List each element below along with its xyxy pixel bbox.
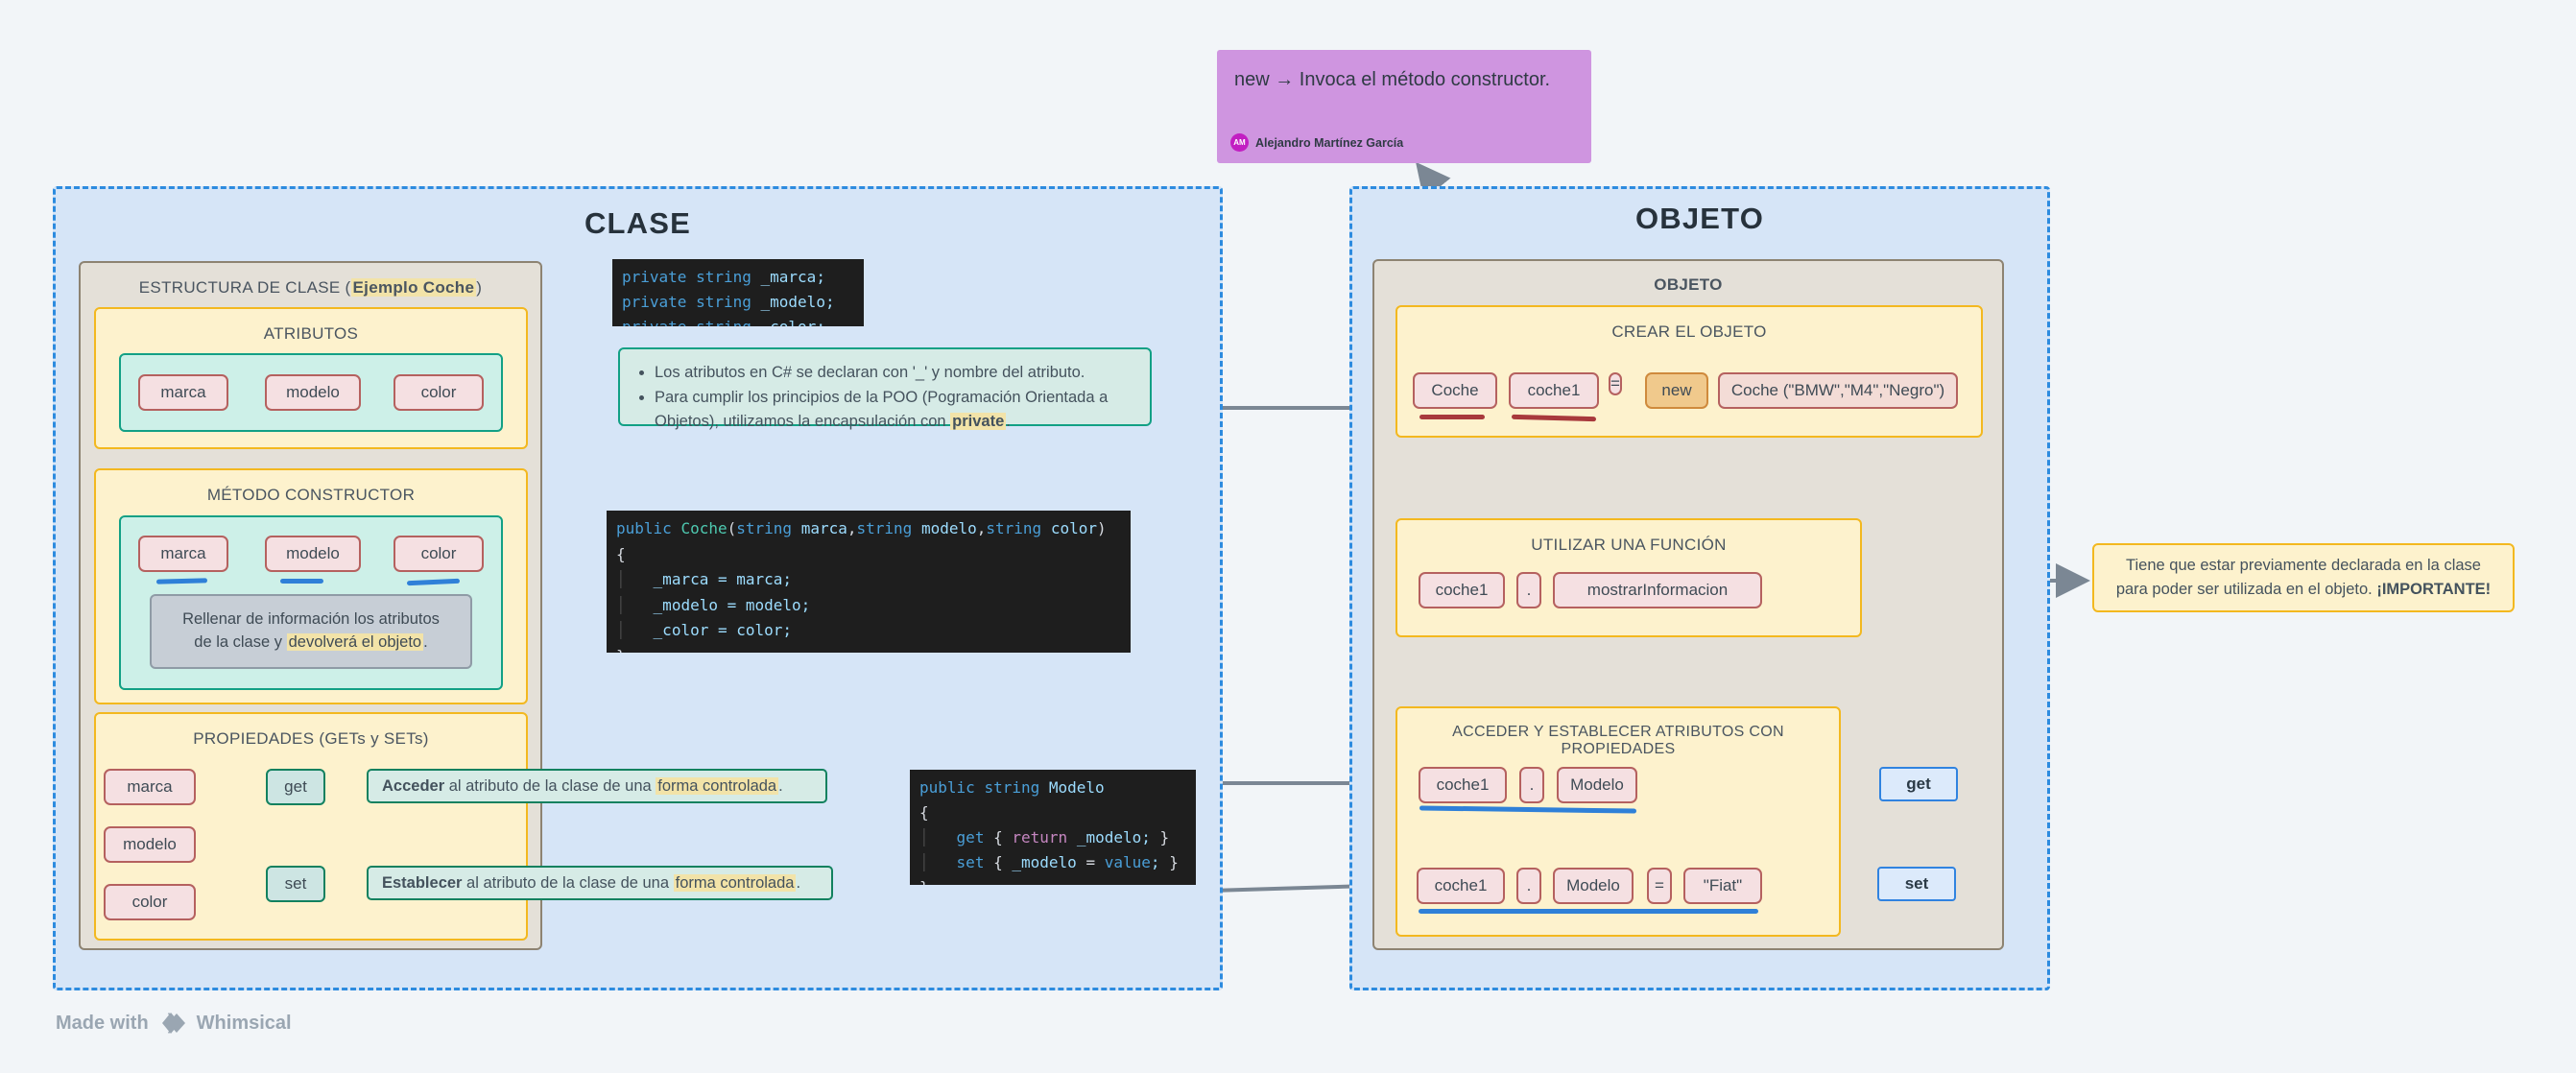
funcion-pill-method[interactable]: mostrarInformacion: [1553, 572, 1762, 608]
crear-objeto-section: [1395, 305, 1983, 438]
set-description: Establecer al atributo de la clase de un…: [367, 866, 833, 900]
code-attr-name-2: _color;: [761, 318, 825, 326]
get-desc-end: .: [778, 776, 783, 795]
code-attr-ty-1: string: [696, 292, 751, 311]
bullet-2-post: .: [1006, 413, 1011, 431]
get-desc-mid: al atributo de la clase de una: [444, 776, 656, 795]
propiedad-pill-modelo[interactable]: modelo: [104, 826, 196, 863]
constructor-note-highlight: devolverá el objeto: [286, 633, 424, 651]
code-attr-ty-2: string: [696, 318, 751, 326]
structure-title-prefix: ESTRUCTURA DE CLASE (: [138, 278, 351, 297]
panel-clase-title: CLASE: [584, 206, 692, 240]
whimsical-logo-icon: [157, 1013, 185, 1034]
code-attr-ty-0: string: [696, 268, 751, 286]
code-attr-name-0: _marca;: [760, 268, 825, 286]
footer-brand-label: Whimsical: [196, 1012, 292, 1034]
constructor-note-line1: Rellenar de información los atributos: [182, 610, 440, 629]
code-ctor-body-2: _color = color;: [653, 621, 793, 640]
set-row-pill-coche1[interactable]: coche1: [1417, 868, 1505, 904]
constructor-title: MÉTODO CONSTRUCTOR: [206, 486, 416, 504]
utilizar-funcion-title: UTILIZAR UNA FUNCIÓN: [1531, 536, 1727, 554]
crear-pill-coche[interactable]: Coche: [1413, 372, 1497, 409]
atributo-pill-color[interactable]: color: [394, 374, 484, 411]
crear-pill-new[interactable]: new: [1645, 372, 1708, 409]
sticky-note-author: AM Alejandro Martínez García: [1230, 133, 1403, 152]
get-description: Acceder al atributo de la clase de una f…: [367, 769, 827, 803]
crear-pill-equals[interactable]: =: [1609, 372, 1622, 395]
set-row-pill-equals[interactable]: =: [1647, 868, 1672, 904]
code-ctor-body-0: _marca = marca;: [653, 570, 793, 589]
sticky-note[interactable]: new → Invoca el método constructor. AM A…: [1217, 50, 1591, 163]
importante-note: Tiene que estar previamente declarada en…: [2092, 543, 2515, 612]
set-desc-bold: Establecer: [382, 873, 463, 892]
code-attr-kw-1: private: [622, 292, 687, 311]
code-constructor: public Coche(string marca,string modelo,…: [607, 511, 1131, 653]
propiedad-pill-marca[interactable]: marca: [104, 769, 196, 805]
code-ctor-name: Coche: [680, 519, 727, 537]
objeto-card-title: OBJETO: [1654, 275, 1723, 294]
panel-objeto-title: OBJETO: [1634, 202, 1765, 235]
set-desc-mid: al atributo de la clase de una: [462, 873, 674, 892]
importante-line1: Tiene que estar previamente declarada en…: [2126, 557, 2481, 575]
set-badge[interactable]: set: [1877, 867, 1956, 901]
underline-coche: [1419, 415, 1485, 419]
acceder-establecer-title: ACCEDER Y ESTABLECER ATRIBUTOS CON PROPI…: [1452, 724, 1784, 757]
crear-pill-constructor-call[interactable]: Coche ("BMW","M4","Negro"): [1718, 372, 1958, 409]
bullet-2: Para cumplir los principios de la POO (P…: [655, 386, 1136, 435]
code-property: public string Modelo { │ get { return _m…: [910, 770, 1196, 885]
funcion-pill-dot[interactable]: .: [1516, 572, 1541, 608]
sticky-note-text: new → Invoca el método constructor.: [1234, 69, 1551, 90]
code-ctor-body-1: _modelo = modelo;: [653, 595, 811, 614]
code-attr-name-1: _modelo;: [760, 292, 835, 311]
propiedad-pill-color[interactable]: color: [104, 884, 196, 920]
atributo-pill-modelo[interactable]: modelo: [265, 374, 361, 411]
funcion-pill-coche1[interactable]: coche1: [1419, 572, 1505, 608]
structure-title-highlight: Ejemplo Coche: [350, 278, 477, 297]
constructor-note: Rellenar de información los atributos de…: [150, 594, 472, 669]
get-row-pill-modelo[interactable]: Modelo: [1557, 767, 1637, 803]
set-pill[interactable]: set: [266, 866, 325, 902]
code-attributes: private string _marca; private string _m…: [612, 259, 864, 326]
code-attr-kw-0: private: [622, 268, 687, 286]
underline-set-row: [1419, 909, 1758, 914]
set-row-pill-value[interactable]: "Fiat": [1683, 868, 1762, 904]
atributo-pill-marca[interactable]: marca: [138, 374, 228, 411]
clase-structure-title: ESTRUCTURA DE CLASE (Ejemplo Coche): [79, 278, 542, 298]
set-desc-end: .: [796, 873, 801, 892]
set-row-pill-dot[interactable]: .: [1516, 868, 1541, 904]
get-badge[interactable]: get: [1879, 767, 1958, 801]
set-desc-mark: forma controlada: [673, 873, 797, 892]
constructor-pill-color[interactable]: color: [394, 536, 484, 572]
get-desc-bold: Acceder: [382, 776, 445, 795]
constructor-pill-marca[interactable]: marca: [138, 536, 228, 572]
bullet-2-mark: private: [950, 413, 1007, 431]
attributes-info-note: Los atributos en C# se declaran con '_' …: [618, 347, 1152, 431]
author-name: Alejandro Martínez García: [1255, 135, 1404, 150]
avatar: AM: [1230, 133, 1249, 152]
code-prop-name: Modelo: [1048, 778, 1105, 797]
bullet-2-pre: Para cumplir los principios de la POO (P…: [655, 388, 1109, 431]
importante-bold: ¡IMPORTANTE!: [2376, 581, 2492, 598]
structure-title-suffix: ): [476, 278, 483, 297]
footer-made-with-label: Made with: [56, 1012, 149, 1034]
code-attr-kw-2: private: [622, 318, 686, 326]
footer-made-with-whimsical[interactable]: Made with Whimsical: [56, 1011, 292, 1036]
atributos-title: ATRIBUTOS: [263, 324, 359, 343]
underline-modelo: [280, 579, 323, 584]
propiedades-title: PROPIEDADES (GETs y SETs): [193, 729, 429, 748]
importante-line2-pre: para poder ser utilizada en el objeto.: [2115, 581, 2377, 598]
constructor-note-line2-suffix: .: [423, 633, 428, 651]
get-desc-mark: forma controlada: [656, 776, 779, 795]
constructor-pill-modelo[interactable]: modelo: [265, 536, 361, 572]
get-row-pill-dot[interactable]: .: [1519, 767, 1544, 803]
crear-pill-coche1[interactable]: coche1: [1509, 372, 1599, 409]
crear-objeto-title: CREAR EL OBJETO: [1611, 322, 1767, 341]
get-row-pill-coche1[interactable]: coche1: [1419, 767, 1507, 803]
set-row-pill-modelo[interactable]: Modelo: [1553, 868, 1634, 904]
bullet-1: Los atributos en C# se declaran con '_' …: [655, 361, 1136, 386]
constructor-note-line2-prefix: de la clase y: [194, 633, 287, 651]
get-pill[interactable]: get: [266, 769, 325, 805]
